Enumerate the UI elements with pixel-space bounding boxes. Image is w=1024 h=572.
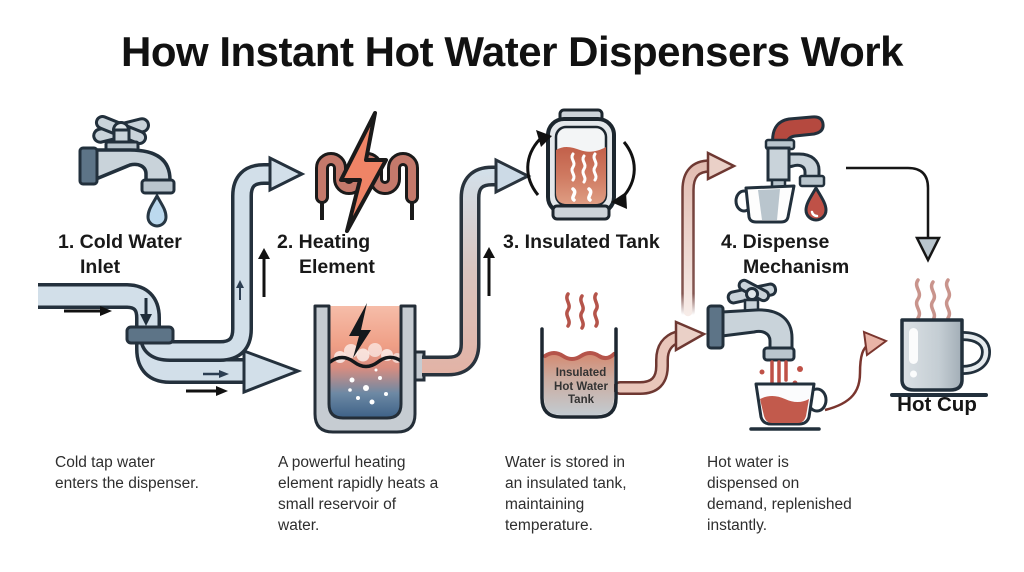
hot-tap-icon (706, 278, 828, 431)
step-1-label: 1. Cold Water Inlet (58, 231, 182, 278)
water-drop-icon (146, 192, 168, 228)
insulated-hot-water-tank-icon (540, 292, 618, 419)
flow-arrow-right-small (203, 370, 229, 378)
flow-arrow-up-1-small (236, 280, 244, 300)
flow-arrows (64, 247, 495, 396)
lightning-bolt-icon (339, 111, 388, 233)
heating-reservoir-icon (313, 303, 417, 434)
step-2-label: 2. Heating Element (277, 231, 375, 278)
step-3-description: Water is stored in an insulated tank, ma… (505, 454, 627, 534)
heating-element-icon (315, 111, 419, 233)
cold-water-faucet-icon (78, 115, 176, 228)
hot-cup-icon (890, 278, 992, 397)
pipe-collar (125, 325, 175, 345)
page-title: How Instant Hot Water Dispensers Work (121, 28, 903, 75)
step-3-label: 3. Insulated Tank (503, 231, 660, 253)
reservoir-lightning-icon (349, 303, 371, 358)
red-lever-icon (771, 115, 825, 148)
hot-water-arrow (824, 330, 889, 412)
step-1-description: Cold tap water enters the dispenser. (55, 454, 199, 492)
hot-steam-icon (565, 292, 599, 330)
cold-flow-big-arrowhead (242, 348, 303, 395)
hot-cup-label: Hot Cup (897, 393, 977, 416)
flow-arrow-up-2 (483, 247, 495, 296)
step-4-description: Hot water is dispensed on demand, replen… (707, 454, 852, 534)
bubbles (348, 368, 388, 405)
teacup-icon (749, 382, 828, 431)
step-2-description: A powerful heating element rapidly heats… (278, 454, 439, 534)
dispense-mechanism-icon (734, 115, 828, 224)
mug-steam-icon (914, 278, 952, 322)
insulated-tank-inner-label: Insulated Hot Water Tank (554, 367, 608, 406)
step-4-label: 4. Dispense Mechanism (721, 231, 850, 278)
flow-arrow-right-inlet (64, 306, 112, 316)
tank-outlet-arrow (613, 320, 707, 395)
flow-arrow-right-lower (186, 386, 228, 396)
flow-arrow-down (140, 298, 152, 326)
pipe-arrow-1-2 (139, 155, 306, 362)
steam-icon (570, 152, 598, 202)
insulated-tank-icon (526, 108, 636, 221)
flow-arrow-up-1 (258, 248, 270, 297)
dispense-to-cup-arrow (846, 166, 942, 263)
tank-circulation-arrows (526, 130, 636, 209)
pipe-arrow-3-4 (681, 150, 737, 319)
